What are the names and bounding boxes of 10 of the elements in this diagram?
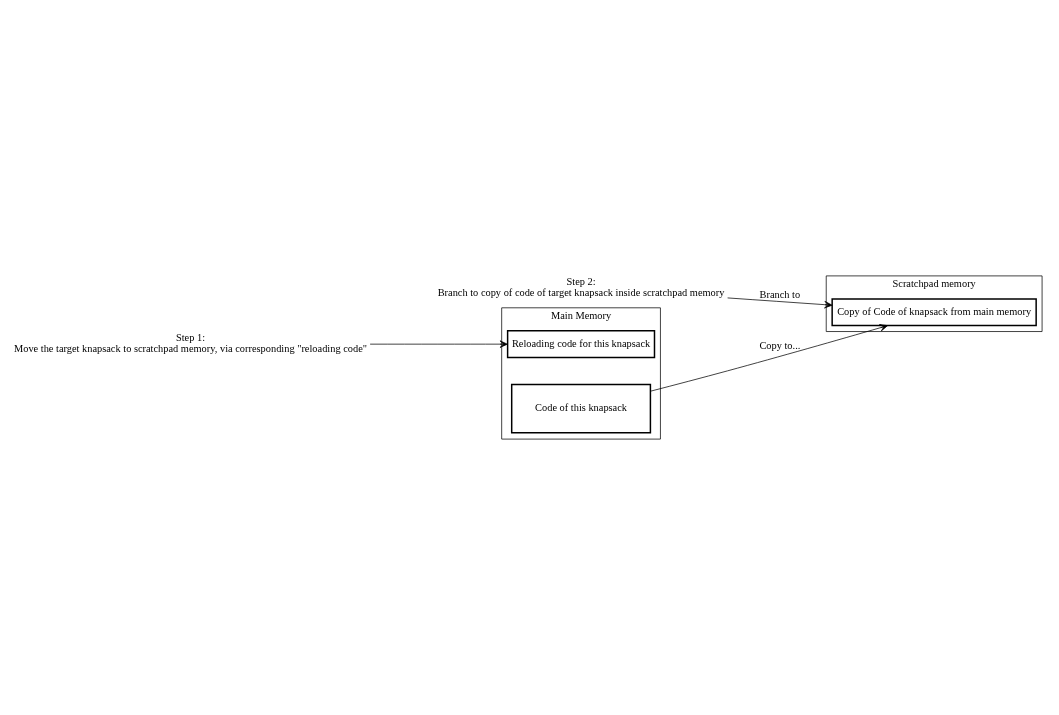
edge-label: Branch to <box>759 289 801 301</box>
node-box: Copy of Code of knapsack from main memory <box>831 298 1037 327</box>
arrow <box>727 297 833 309</box>
node-box: Code of this knapsack <box>510 383 652 434</box>
node-text: Step 1: Move the target knapsack to scratchpad memory, via corresponding "reloading code" <box>13 332 368 355</box>
arrow <box>369 340 508 348</box>
node-text: Step 2: Branch to copy of code of target knapsack inside scratchpad memory <box>437 275 725 299</box>
node-box: Reloading code for this knapsack <box>506 330 656 359</box>
arrow <box>650 324 888 392</box>
edge-label: Copy to... <box>759 339 801 351</box>
